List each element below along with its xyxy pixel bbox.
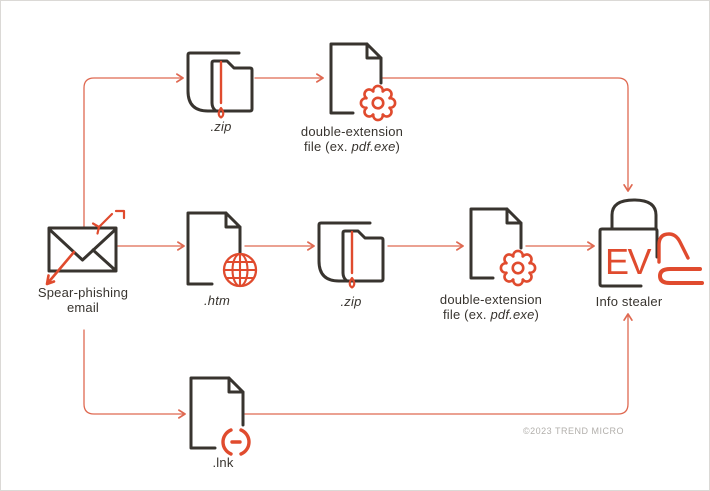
envelope-body <box>47 226 118 273</box>
document-outline <box>186 211 242 286</box>
document-globe-icon <box>186 211 258 288</box>
info-stealer-label: Info stealer <box>595 294 663 309</box>
edge-email-to-zip-top <box>83 73 184 229</box>
link-glyph <box>221 428 251 456</box>
envelope-flap <box>47 227 118 262</box>
double-extension-top-label: double-extension file (ex. pdf.exe) <box>300 124 404 154</box>
copyright-text: ©2023 TREND MICRO <box>523 426 624 436</box>
pdf-exe-italic: pdf.exe <box>351 138 396 154</box>
document-gear-icon <box>469 207 537 287</box>
edge-lnk-to-info-stealer <box>244 313 633 415</box>
envelope-fold <box>91 248 116 271</box>
htm-label: .htm <box>203 293 231 308</box>
zip-folder-drip-icon <box>186 51 254 119</box>
edge-email-to-lnk <box>83 329 186 419</box>
hook-curve <box>657 232 690 264</box>
zip-top-label: .zip <box>210 119 232 134</box>
globe-glyph <box>222 252 258 288</box>
document-link-icon <box>189 376 251 456</box>
double-extension-mid-label: double-extension file (ex. pdf.exe) <box>439 292 543 322</box>
hook-clip <box>658 267 704 285</box>
padlock-shackle <box>610 198 658 231</box>
drip-droplet <box>217 106 225 119</box>
gear-glyph <box>359 84 397 122</box>
folder-outline <box>186 51 254 113</box>
zip-mid-label: .zip <box>340 294 362 309</box>
lnk-label: .lnk <box>212 455 234 470</box>
drip-droplet <box>348 276 356 289</box>
spear-arrow <box>45 250 76 286</box>
hook-glyph <box>91 209 126 235</box>
document-outline <box>329 42 383 115</box>
email-label: Spear-phishing email <box>37 285 129 315</box>
document-gear-icon <box>329 42 397 122</box>
document-outline <box>469 207 523 280</box>
gear-glyph <box>499 249 537 287</box>
zip-folder-drip-icon <box>317 221 385 289</box>
padlock-body <box>598 227 659 288</box>
envelope-icon <box>45 209 126 286</box>
ev-badge: EV <box>605 241 652 282</box>
document-outline <box>189 376 245 450</box>
folder-outline <box>317 221 385 283</box>
pdf-exe-italic: pdf.exe <box>490 306 535 322</box>
edge-double-ext-to-info-stealer-top <box>381 77 633 192</box>
padlock-hook-icon: EV <box>598 198 704 288</box>
